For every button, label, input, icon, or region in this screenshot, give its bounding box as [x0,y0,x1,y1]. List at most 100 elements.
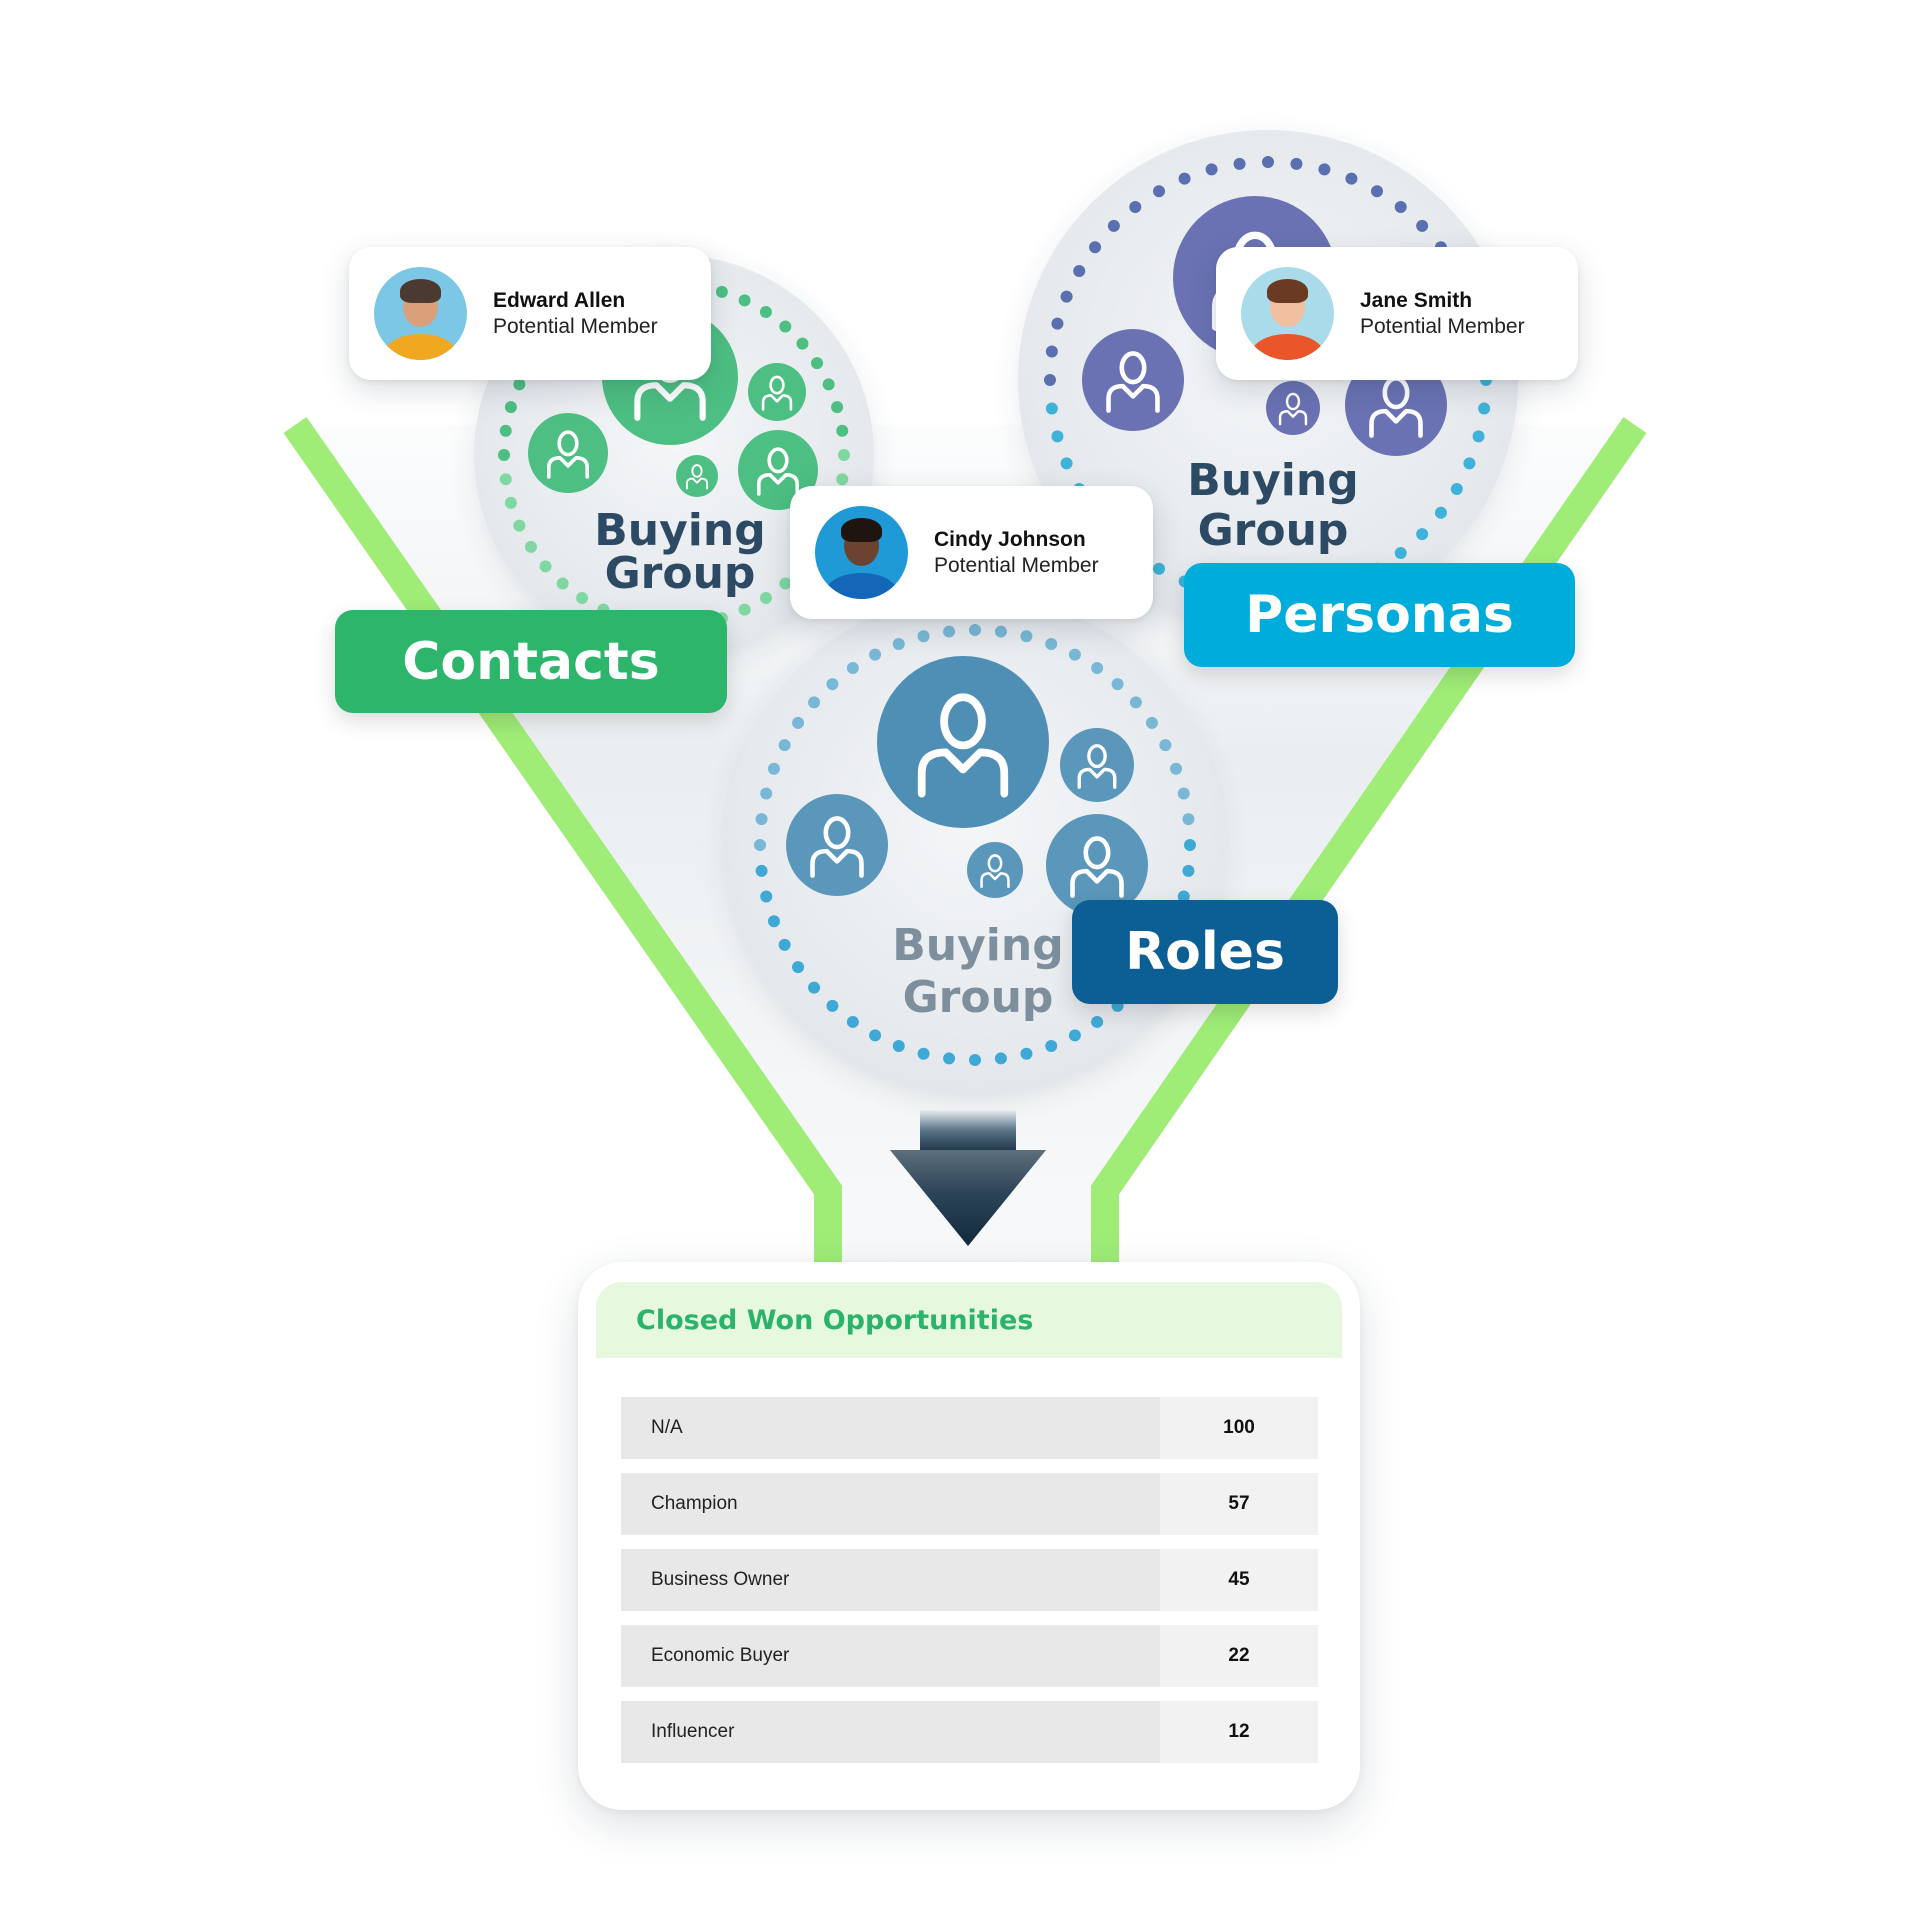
person-name: Edward Allen [493,288,658,313]
person-icon [1082,329,1184,431]
ring-dot [1045,638,1057,650]
contacts-badge: Contacts [335,610,727,713]
person-icon [786,794,888,896]
row-value: 12 [1160,1701,1318,1763]
ring-dot [1182,865,1194,877]
person-icon [1060,728,1134,802]
ring-dot [1395,201,1407,213]
ring-dot [918,1048,930,1060]
ring-dot [826,678,838,690]
roles-badge: Roles [1072,900,1338,1004]
ring-dot [1020,630,1032,642]
ring-dot [1318,163,1330,175]
row-value: 22 [1160,1625,1318,1687]
row-value: 57 [1160,1473,1318,1535]
ring-dot [811,357,823,369]
ring-dot [836,425,848,437]
ring-dot [1345,173,1357,185]
person-name: Cindy Johnson [934,527,1099,552]
ring-dot [768,915,780,927]
ring-dot [756,813,768,825]
ring-dot [1473,430,1485,442]
ring-dot [1234,158,1246,170]
ring-dot [869,649,881,661]
person-card-edward[interactable]: Edward Allen Potential Member [349,247,711,380]
person-icon [528,413,608,493]
ring-dot [836,473,848,485]
table-row: Economic Buyer22 [621,1625,1318,1687]
ring-dot [792,717,804,729]
ring-dot [1206,163,1218,175]
person-icon [967,842,1023,898]
ring-dot [1130,696,1142,708]
ring-dot [1435,507,1447,519]
ring-dot [1061,457,1073,469]
ring-dot [943,626,955,638]
contacts-group-title-line2: Group [605,548,756,599]
ring-dot [1051,318,1063,330]
ring-dot [1179,173,1191,185]
personas-badge: Personas [1184,563,1575,667]
person-icon [877,656,1049,828]
person-status: Potential Member [1360,314,1525,339]
ring-dot [576,592,588,604]
ring-dot [716,286,728,298]
ring-dot [1129,201,1141,213]
roles-buying-group: Buying Group [725,595,1225,1095]
personas-group-title-line2: Group [1198,505,1349,556]
ring-dot [505,401,517,413]
ring-dot [1044,374,1056,386]
ring-dot [969,624,981,636]
ring-dot [1069,1029,1081,1041]
ring-dot [995,626,1007,638]
ring-dot [893,1040,905,1052]
ring-dot [1045,1040,1057,1052]
person-icon [748,363,806,421]
ring-dot [808,982,820,994]
ring-dot [513,378,525,390]
ring-dot [918,630,930,642]
row-label: Business Owner [621,1549,1160,1611]
ring-dot [1184,839,1196,851]
ring-dot [513,520,525,532]
row-label: N/A [621,1397,1160,1459]
person-status: Potential Member [934,553,1099,578]
results-table: N/A100Champion57Business Owner45Economic… [621,1397,1318,1777]
roles-group-title-line1: Buying [892,920,1063,971]
person-card-jane[interactable]: Jane Smith Potential Member [1216,247,1578,380]
person-card-cindy[interactable]: Cindy Johnson Potential Member [790,486,1153,619]
row-value: 45 [1160,1549,1318,1611]
ring-dot [969,1054,981,1066]
ring-dot [1020,1048,1032,1060]
ring-dot [823,378,835,390]
ring-dot [1108,220,1120,232]
ring-dot [756,865,768,877]
row-label: Influencer [621,1701,1160,1763]
ring-dot [838,449,850,461]
ring-dot [831,401,843,413]
ring-dot [1451,483,1463,495]
ring-dot [893,638,905,650]
ring-dot [525,541,537,553]
closed-won-opportunities-panel: Closed Won Opportunities N/A100Champion5… [578,1262,1360,1810]
ring-dot [1073,265,1085,277]
ring-dot [779,739,791,751]
ring-dot [943,1052,955,1064]
ring-dot [1089,241,1101,253]
ring-dot [557,577,569,589]
ring-dot [847,662,859,674]
results-title: Closed Won Opportunities [636,1305,1033,1336]
ring-dot [1416,220,1428,232]
ring-dot [779,321,791,333]
person-status: Potential Member [493,314,658,339]
ring-dot [779,939,791,951]
ring-dot [768,763,780,775]
ring-dot [760,306,772,318]
person-name: Jane Smith [1360,288,1525,313]
ring-dot [739,604,751,616]
ring-dot [1463,457,1475,469]
ring-dot [869,1029,881,1041]
avatar [815,506,908,599]
